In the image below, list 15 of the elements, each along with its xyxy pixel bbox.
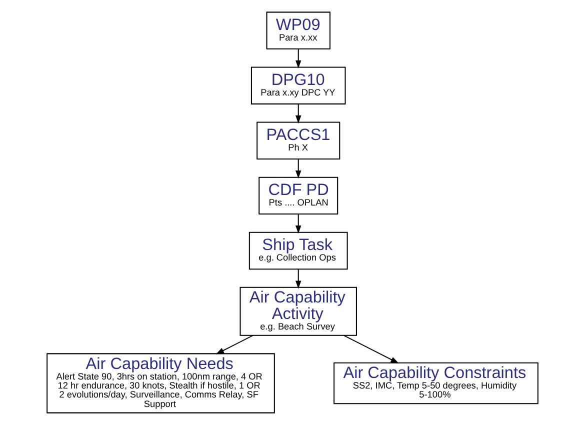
- node-box: WP09 Para x.xx: [266, 12, 330, 50]
- node-box: Ship Task e.g. Collection Ops: [248, 232, 348, 270]
- node-box: CDF PD Pts .... OPLAN: [258, 176, 338, 215]
- arrow: [216, 335, 254, 354]
- node-box: DPG10 Para x.xy DPC YY: [250, 66, 346, 104]
- node-box: Air Capability Constraints SS2, IMC, Temp 5-50 degrees, Humidity 5-100%: [334, 362, 538, 404]
- node-box: Air Capability Needs Alert State 90, 3hrs on station, 100nm range, 4 OR 12 hr endurance, 30 knots, Stealth if hostile, 1 OR 2 evolutions/day, Surveillance, Comms Relay, SF Support: [46, 353, 275, 414]
- arrow: [296, 214, 302, 234]
- arrow: [296, 159, 302, 179]
- arrow: [344, 335, 399, 364]
- node-box: Air Capability Activity e.g. Beach Survey: [240, 286, 357, 336]
- arrow: [296, 104, 302, 124]
- arrow: [296, 48, 302, 69]
- arrow: [296, 269, 302, 289]
- node-box: PACCS1 Ph X: [256, 122, 340, 160]
